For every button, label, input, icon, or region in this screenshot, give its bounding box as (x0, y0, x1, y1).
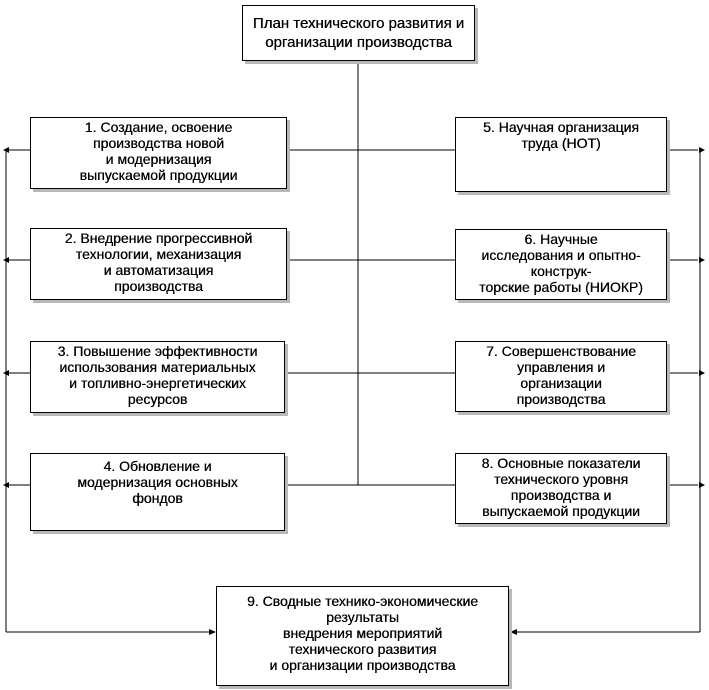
box-plan-line-2: организации производства (265, 34, 452, 51)
arrowhead-right-1 (699, 147, 705, 153)
box-3-line-3: и топливно-энергетических (69, 375, 246, 391)
box-7-line-3: организации (520, 375, 602, 391)
box-3-line-4: ресурсов (127, 391, 188, 407)
box-5: 5. Научная организация труда (НОТ) (455, 117, 667, 192)
box-8-line-1: 8. Основные показатели (481, 455, 641, 471)
box-2-line-4: производства (114, 278, 203, 294)
box-7-line-2: управления и (516, 359, 606, 375)
box-8: 8. Основные показатели технического уров… (455, 453, 667, 524)
arrowhead-right-4 (699, 482, 705, 488)
box-5-line-2: труда (НОТ) (521, 135, 601, 151)
box-1-line-1: 1. Создание, освоение (84, 119, 233, 135)
box-6-line-3: конструк- (530, 263, 592, 279)
box-2-line-2: технологии, механизация (75, 246, 242, 262)
box-9-line-4: технического развития (288, 641, 437, 657)
box-2: 2. Внедрение прогрессивной технологии, м… (30, 228, 287, 300)
box-7-line-1: 7. Совершенствование (486, 343, 636, 359)
box-9-line-1: 9. Сводные технико-экономические (246, 593, 479, 609)
box-4-line-3: фондов (132, 490, 183, 506)
arrowhead-left-4 (3, 482, 9, 488)
box-7: 7. Совершенствование управления и органи… (455, 341, 667, 412)
arrowhead-bottom-right (510, 629, 517, 635)
box-plan: План технического развития и организации… (242, 5, 475, 61)
box-2-line-3: и автоматизация (103, 262, 214, 278)
box-1: 1. Создание, освоение производства новой… (30, 117, 287, 189)
box-4-line-1: 4. Обновление и (103, 458, 212, 474)
box-9-line-3: внедрения мероприятий (282, 625, 443, 641)
arrowhead-left-1 (3, 147, 9, 153)
box-1-line-4: выпускаемой продукции (79, 167, 238, 183)
box-6-line-2: исследования и опытно- (481, 247, 641, 263)
box-4: 4. Обновление и модернизация основных фо… (30, 453, 285, 531)
arrowhead-right-3 (699, 370, 705, 376)
box-8-line-2: технического уровня (493, 471, 629, 487)
box-plan-line-1: План технического развития и (252, 15, 465, 32)
box-4-line-2: модернизация основных (77, 474, 238, 490)
box-8-line-3: производства и (510, 487, 612, 503)
arrowhead-bottom-left (209, 629, 216, 635)
box-9-line-2: результаты (326, 609, 399, 625)
box-3: 3. Повышение эффективности использования… (30, 341, 285, 413)
box-6-line-1: 6. Научные (524, 231, 598, 247)
box-9-line-5: и организации производства (269, 657, 456, 673)
box-9: 9. Сводные технико-экономические результ… (216, 586, 509, 686)
box-2-line-1: 2. Внедрение прогрессивной (64, 230, 253, 246)
box-6-line-4: торские работы (НИОКР) (479, 279, 643, 295)
box-7-line-4: производства (516, 391, 606, 407)
arrowhead-right-2 (699, 257, 705, 263)
box-1-line-2: производства новой (92, 135, 225, 151)
box-6: 6. Научные исследования и опытно- констр… (455, 229, 667, 300)
arrowhead-left-2 (3, 257, 9, 263)
box-3-line-1: 3. Повышение эффективности (57, 343, 258, 359)
box-8-line-4: выпускаемой продукции (482, 503, 640, 519)
box-5-line-1: 5. Научная организация (483, 119, 639, 135)
box-1-line-3: и модернизация (105, 151, 212, 167)
arrowhead-left-3 (3, 370, 9, 376)
box-3-line-2: использования материальных (59, 359, 256, 375)
